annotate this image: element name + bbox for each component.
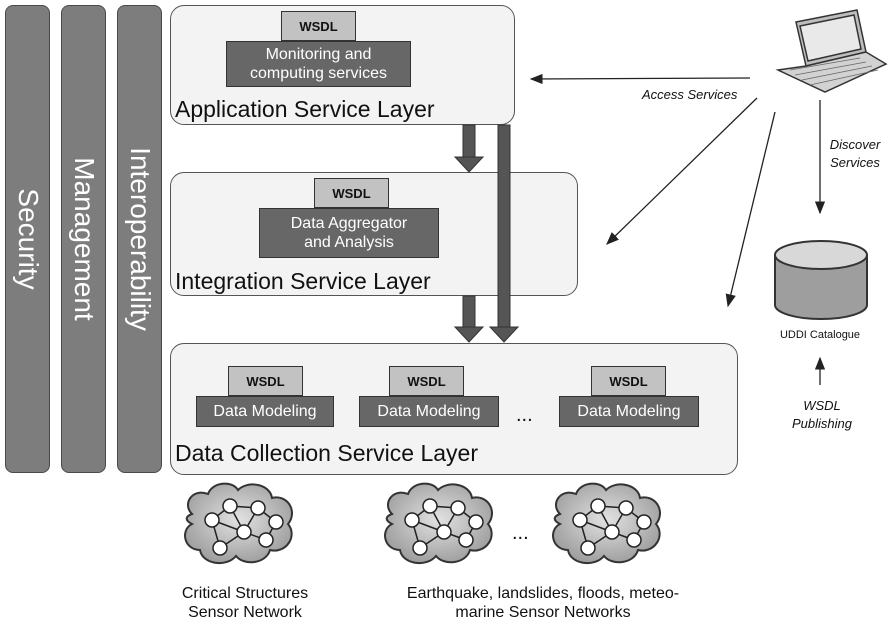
data-collection-service-layer: WSDL Data Modeling WSDL Data Modeling ..… bbox=[170, 343, 738, 475]
uddi-catalogue-label: UDDI Catalogue bbox=[779, 329, 861, 341]
wsdl-publishing-label: WSDL Publishing bbox=[790, 397, 854, 433]
flow-arrow-integration-to-collection bbox=[453, 295, 485, 343]
service-line-2: computing services bbox=[250, 65, 387, 82]
security-pillar: Security bbox=[5, 5, 50, 473]
critical-line-1: Critical Structures bbox=[181, 585, 309, 602]
collection-wsdl-3: WSDL bbox=[591, 366, 666, 396]
collection-wsdl-1: WSDL bbox=[228, 366, 303, 396]
application-service-layer: WSDL Monitoring and computing services A… bbox=[170, 5, 515, 125]
critical-structures-label: Critical Structures Sensor Network bbox=[170, 584, 320, 622]
data-aggregator-service: Data Aggregator and Analysis bbox=[259, 208, 439, 258]
application-layer-title: Application Service Layer bbox=[175, 96, 435, 122]
service-line-2: and Analysis bbox=[304, 234, 394, 251]
interoperability-pillar: Interoperability bbox=[117, 5, 162, 473]
sensor-network-icon bbox=[552, 482, 662, 565]
flow-arrow-app-to-integration bbox=[453, 124, 485, 173]
critical-line-2: Sensor Network bbox=[188, 604, 302, 621]
sensor-network-icon bbox=[184, 482, 294, 565]
data-modeling-service-3: Data Modeling bbox=[559, 396, 699, 427]
publishing-line-2: Publishing bbox=[792, 416, 852, 431]
collection-wsdl-2: WSDL bbox=[389, 366, 464, 396]
data-modeling-service-1: Data Modeling bbox=[196, 396, 334, 427]
collection-ellipsis: ... bbox=[516, 404, 533, 426]
discover-services-label: Discover Services bbox=[823, 136, 887, 172]
access-arrow-application bbox=[529, 73, 751, 85]
access-services-label: Access Services bbox=[642, 87, 738, 102]
discover-line-2: Services bbox=[830, 155, 880, 170]
integration-wsdl: WSDL bbox=[314, 178, 389, 208]
collection-layer-title: Data Collection Service Layer bbox=[175, 440, 478, 466]
flow-arrow-app-to-collection bbox=[488, 124, 520, 343]
sensor-network-icon bbox=[384, 482, 494, 565]
integration-layer-title: Integration Service Layer bbox=[175, 268, 431, 294]
publishing-line-1: WSDL bbox=[803, 398, 841, 413]
hazard-line-2: marine Sensor Networks bbox=[455, 604, 631, 621]
discover-line-1: Discover bbox=[829, 137, 881, 152]
management-pillar: Management bbox=[61, 5, 106, 473]
database-icon bbox=[774, 240, 868, 320]
hazard-networks-label: Earthquake, landslides, floods, meteo- m… bbox=[388, 584, 698, 622]
data-modeling-service-2: Data Modeling bbox=[359, 396, 499, 427]
monitoring-computing-service: Monitoring and computing services bbox=[226, 41, 411, 87]
laptop-icon bbox=[775, 9, 888, 93]
hazard-line-1: Earthquake, landslides, floods, meteo- bbox=[406, 585, 680, 602]
access-arrow-collection bbox=[725, 111, 776, 308]
network-ellipsis: ... bbox=[512, 522, 529, 544]
service-line-1: Monitoring and bbox=[265, 46, 372, 63]
access-arrow-integration bbox=[606, 97, 758, 245]
application-wsdl: WSDL bbox=[281, 11, 356, 41]
service-line-1: Data Aggregator bbox=[290, 215, 408, 232]
